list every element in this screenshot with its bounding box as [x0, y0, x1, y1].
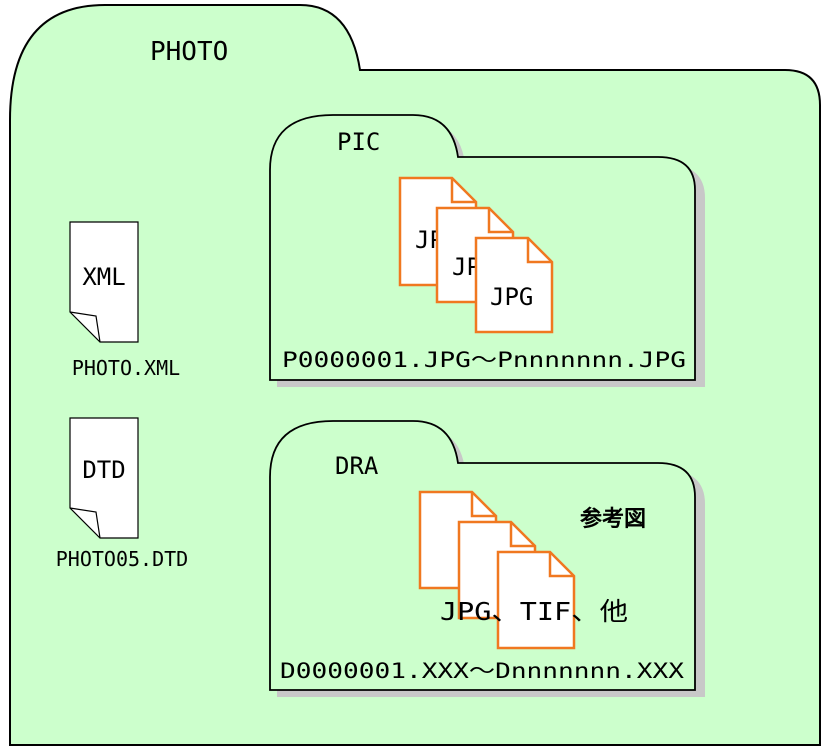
dra-types-text: JPG、TIF、他 [440, 597, 628, 626]
photo-folder-label: PHOTO [150, 37, 228, 67]
xml-file-name: PHOTO.XML [72, 356, 180, 380]
jpg-doc-3-label: JPG [490, 283, 533, 311]
xml-file-fold [69, 311, 101, 343]
dra-note-label: 参考図 [580, 506, 646, 532]
dtd-file-icon-label: DTD [82, 456, 125, 484]
xml-file-icon-label: XML [82, 263, 125, 291]
dtd-file-icon [69, 417, 139, 539]
jpg-doc-3: JPG [474, 236, 554, 334]
pic-folder-label: PIC [337, 128, 380, 156]
dtd-file-name: PHOTO05.DTD [56, 547, 188, 571]
dra-doc-3 [496, 550, 576, 650]
dra-folder-label: DRA [335, 452, 379, 480]
xml-file-icon [69, 221, 139, 343]
dtd-file-fold [69, 507, 101, 539]
dtd-file[interactable]: DTD PHOTO05.DTD [56, 417, 188, 571]
dra-range-text: D0000001.XXX～Dnnnnnnn.XXX [280, 659, 684, 683]
xml-file[interactable]: XML PHOTO.XML [69, 221, 180, 380]
pic-folder[interactable]: PIC JPG JPG JPG P0000001.JPG～Pnnnnnnn.JP… [269, 114, 705, 387]
dra-folder[interactable]: DRA 参考図 JPG、TIF、他 D0000001.XXX～Dnnnnnnn.… [269, 420, 705, 697]
pic-range-text: P0000001.JPG～Pnnnnnnn.JPG [282, 348, 686, 372]
